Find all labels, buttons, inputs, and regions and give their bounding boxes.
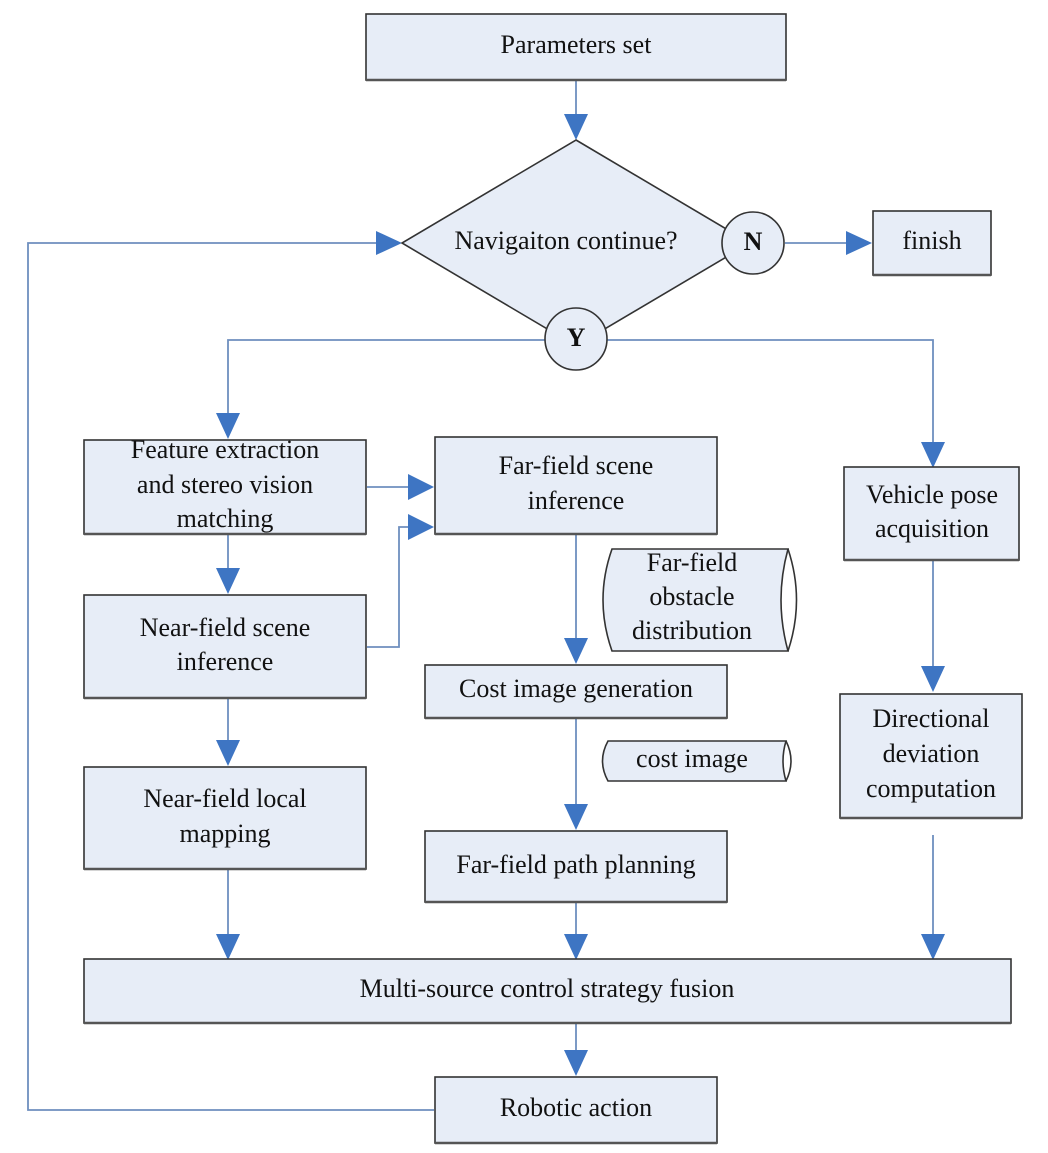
arrowhead <box>921 442 945 468</box>
arrowhead <box>216 740 240 766</box>
connectors <box>27 80 934 1111</box>
node-robotic-action: Robotic action <box>434 1076 718 1145</box>
arrowhead <box>921 666 945 692</box>
node-cost-image: cost image <box>601 740 792 782</box>
node-no-label: N <box>721 211 785 275</box>
arrowhead <box>846 231 872 255</box>
edge-y-to-feature <box>227 339 545 418</box>
arrowhead <box>564 1050 588 1076</box>
arrowhead <box>408 474 434 500</box>
edge-nearfield-to-farfield <box>367 526 408 648</box>
node-label-line: Near-field local <box>143 784 306 813</box>
node-label: Multi-source control strategy fusion <box>360 974 735 1003</box>
node-label-line: computation <box>866 774 996 803</box>
node-label-line: deviation <box>883 739 980 768</box>
arrowhead <box>408 514 434 540</box>
node-label-line: Near-field scene <box>140 613 311 642</box>
node-label-line: Far-field scene <box>499 451 654 480</box>
node-label: cost image <box>636 744 748 773</box>
node-far-field-obstacle: Far-field obstacle distribution <box>602 548 798 652</box>
node-label-line: Feature extraction <box>131 435 319 464</box>
node-label-line: obstacle <box>649 582 734 611</box>
node-feature-extraction: Feature extraction <box>83 435 367 536</box>
node-near-field-scene: Near-field scene inference <box>83 594 367 700</box>
arrowhead <box>564 114 588 140</box>
arrowhead <box>564 638 588 664</box>
arrowheads <box>216 114 945 1076</box>
node-label-line: Vehicle pose <box>866 480 998 509</box>
node-near-field-mapping: Near-field local mapping <box>83 766 367 871</box>
node-label-line: inference <box>528 486 625 515</box>
no-label-text: N <box>744 227 763 256</box>
node-label-line: mapping <box>180 819 271 848</box>
yes-label-text: Y <box>567 323 586 352</box>
node-label-line: distribution <box>632 616 752 645</box>
arrowhead <box>216 568 240 594</box>
node-fusion: Multi-source control strategy fusion <box>83 958 1012 1025</box>
node-far-field-path: Far-field path planning <box>424 830 728 904</box>
arrowhead <box>564 934 588 960</box>
node-label: Parameters set <box>501 30 653 59</box>
node-label: Navigaiton continue? <box>454 226 677 255</box>
arrowhead <box>921 934 945 960</box>
arrowhead <box>376 231 402 255</box>
node-decision: Navigaiton continue? <box>400 139 752 347</box>
edge-action-to-decision <box>27 242 434 1111</box>
arrowhead <box>216 413 240 439</box>
node-yes-label: Y <box>544 307 608 371</box>
node-label: Robotic action <box>500 1093 652 1122</box>
node-parameters-set: Parameters set <box>365 13 787 82</box>
node-cost-image-generation: Cost image generation <box>424 664 728 720</box>
node-label-line: matching <box>177 504 274 533</box>
node-finish: finish <box>872 210 992 277</box>
node-directional-deviation: Directional deviation computation <box>839 693 1023 820</box>
node-label-line: and stereo vision <box>137 470 313 499</box>
node-far-field-scene: Far-field scene inference <box>434 436 718 536</box>
node-vehicle-pose: Vehicle pose acquisition <box>843 466 1020 562</box>
arrowhead <box>216 934 240 960</box>
node-label-line: Directional <box>873 704 990 733</box>
node-label-line: Far-field <box>647 548 737 577</box>
node-label-line: inference <box>177 647 274 676</box>
node-label: Far-field path planning <box>456 850 695 879</box>
node-label: Cost image generation <box>459 674 693 703</box>
arrowhead <box>564 804 588 830</box>
edge-y-to-vehicle <box>607 339 934 447</box>
node-label-line: acquisition <box>875 514 989 543</box>
node-label: finish <box>902 226 961 255</box>
